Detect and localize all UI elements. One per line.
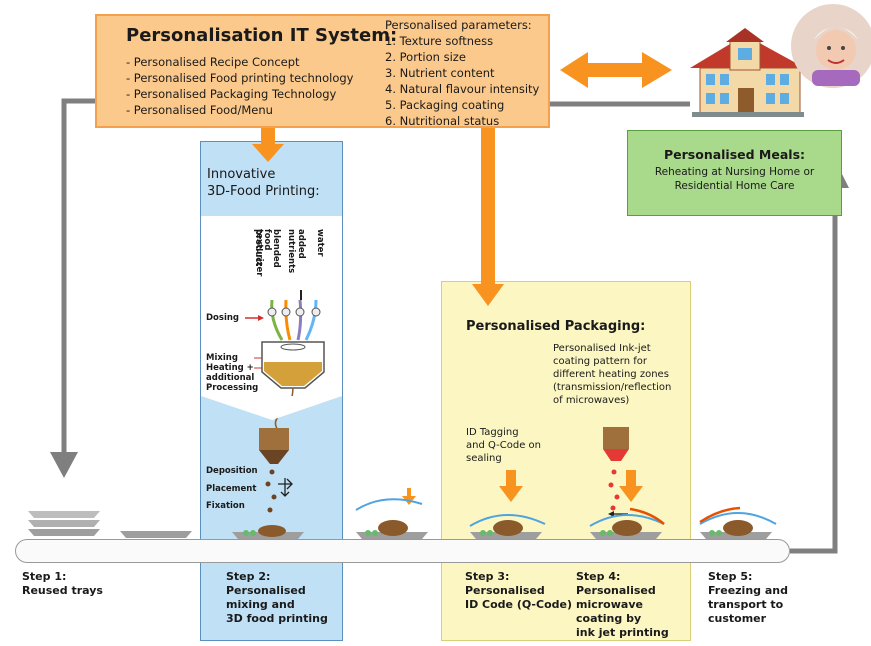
meal-portion-icon [232,498,777,539]
idtag-line: ID Tagging [466,427,519,438]
step-2: Step 2: Personalised mixing and 3D food … [226,570,328,626]
processing-label: Processing [206,383,259,393]
input-label-water: water [315,229,325,257]
step-5: Step 5: Freezing and transport to custom… [708,570,788,626]
meals-line: Reheating at Nursing Home or [654,166,815,178]
step-text: coating by [576,612,642,625]
step-text: transport to [708,598,784,611]
it-system-box [95,14,550,128]
step-3: Step 3: Personalised ID Code (Q-Code) [465,570,572,612]
inkjet-line: (transmission/reflection [553,382,672,393]
step-heading: Step 4: [576,570,621,583]
inkjet-line: of microwaves) [553,395,630,406]
idtag-description: ID Tagging and Q-Code on sealing [466,426,541,465]
inkjet-line: Personalised Ink-jet [553,343,651,354]
meals-box [627,130,842,216]
step-text: microwave [576,598,643,611]
step-text: Personalised [226,584,306,597]
orange-arrow-to-printing [252,128,284,162]
printing-title-line1: Innovative [207,167,276,182]
step-text: ID Code (Q-Code) [465,598,572,611]
idtag-line: sealing [466,453,502,464]
it-item: - Personalised Food/Menu [126,103,273,117]
orange-arrow-to-packaging [472,128,504,306]
food-printer-icon [245,290,325,431]
printing-title-line2: 3D-Food Printing: [207,184,320,199]
parameter-item: 2. Portion size [385,50,466,64]
dosing-label: Dosing [206,313,240,323]
step-text: Reused trays [22,584,103,597]
inkjet-head-icon [603,427,629,517]
inkjet-line: different heating zones [553,369,669,380]
it-item: - Personalised Packaging Technology [126,87,337,101]
placement-label: Placement [206,484,257,494]
step-text: Freezing and [708,584,788,597]
elderly-woman-photo [791,4,871,88]
step-heading: Step 2: [226,570,271,583]
inkjet-line: coating pattern for [553,356,647,367]
input-label-blended: blended food product [253,229,281,268]
parameter-item: 3. Nutrient content [385,66,495,80]
meals-description: Reheating at Nursing Home or Residential… [627,165,842,193]
step-text: mixing and [226,598,295,611]
meals-line: Residential Home Care [674,180,795,192]
step-text: Personalised [465,584,545,597]
input-label-nutrients: added nutrients [286,229,306,274]
idtag-line: and Q-Code on [466,440,541,451]
packaging-panel [441,281,691,641]
it-item: - Personalised Recipe Concept [126,55,300,69]
step-text: Personalised [576,584,656,597]
nursing-home-icon [690,28,805,117]
parameter-item: 6. Nutritional status [385,114,500,128]
printer-diagram-bottom [201,396,342,420]
step-text: 3D food printing [226,612,328,625]
deposition-label: Deposition [206,466,258,476]
meals-title: Personalised Meals: [663,147,806,162]
additional-label: additional [206,373,255,383]
mixing-label: Mixing [206,353,238,363]
step-heading: Step 1: [22,570,67,583]
return-arrow-left [50,98,95,478]
fixation-label: Fixation [206,501,245,511]
printing-title: Innovative 3D-Food Printing: [207,166,320,200]
printhead-icon [259,428,293,513]
step-text: ink jet printing [576,626,669,639]
step-heading: Step 3: [465,570,510,583]
parameter-item: 5. Packaging coating [385,98,505,112]
conveyor-belt [15,539,790,563]
it-item: - Personalised Food printing technology [126,71,354,85]
parameters-title: Personalised parameters: [385,18,532,32]
parameter-item: 4. Natural flavour intensity [385,82,540,96]
step-text: customer [708,612,767,625]
inkjet-description: Personalised Ink-jet coating pattern for… [553,342,671,407]
step-1: Step 1: Reused trays [22,570,103,598]
packaging-title: Personalised Packaging: [466,319,646,334]
return-arrow-right [790,160,849,554]
tray-icon [28,511,192,538]
it-system-title: Personalisation IT System: [126,25,398,46]
heating-label: Heating + [206,363,254,373]
step-4: Step 4: Personalised microwave coating b… [576,570,669,640]
parameter-item: 1. Texture softness [385,34,494,48]
small-orange-arrows [402,470,643,505]
orange-double-arrow [560,52,672,88]
step-heading: Step 5: [708,570,753,583]
